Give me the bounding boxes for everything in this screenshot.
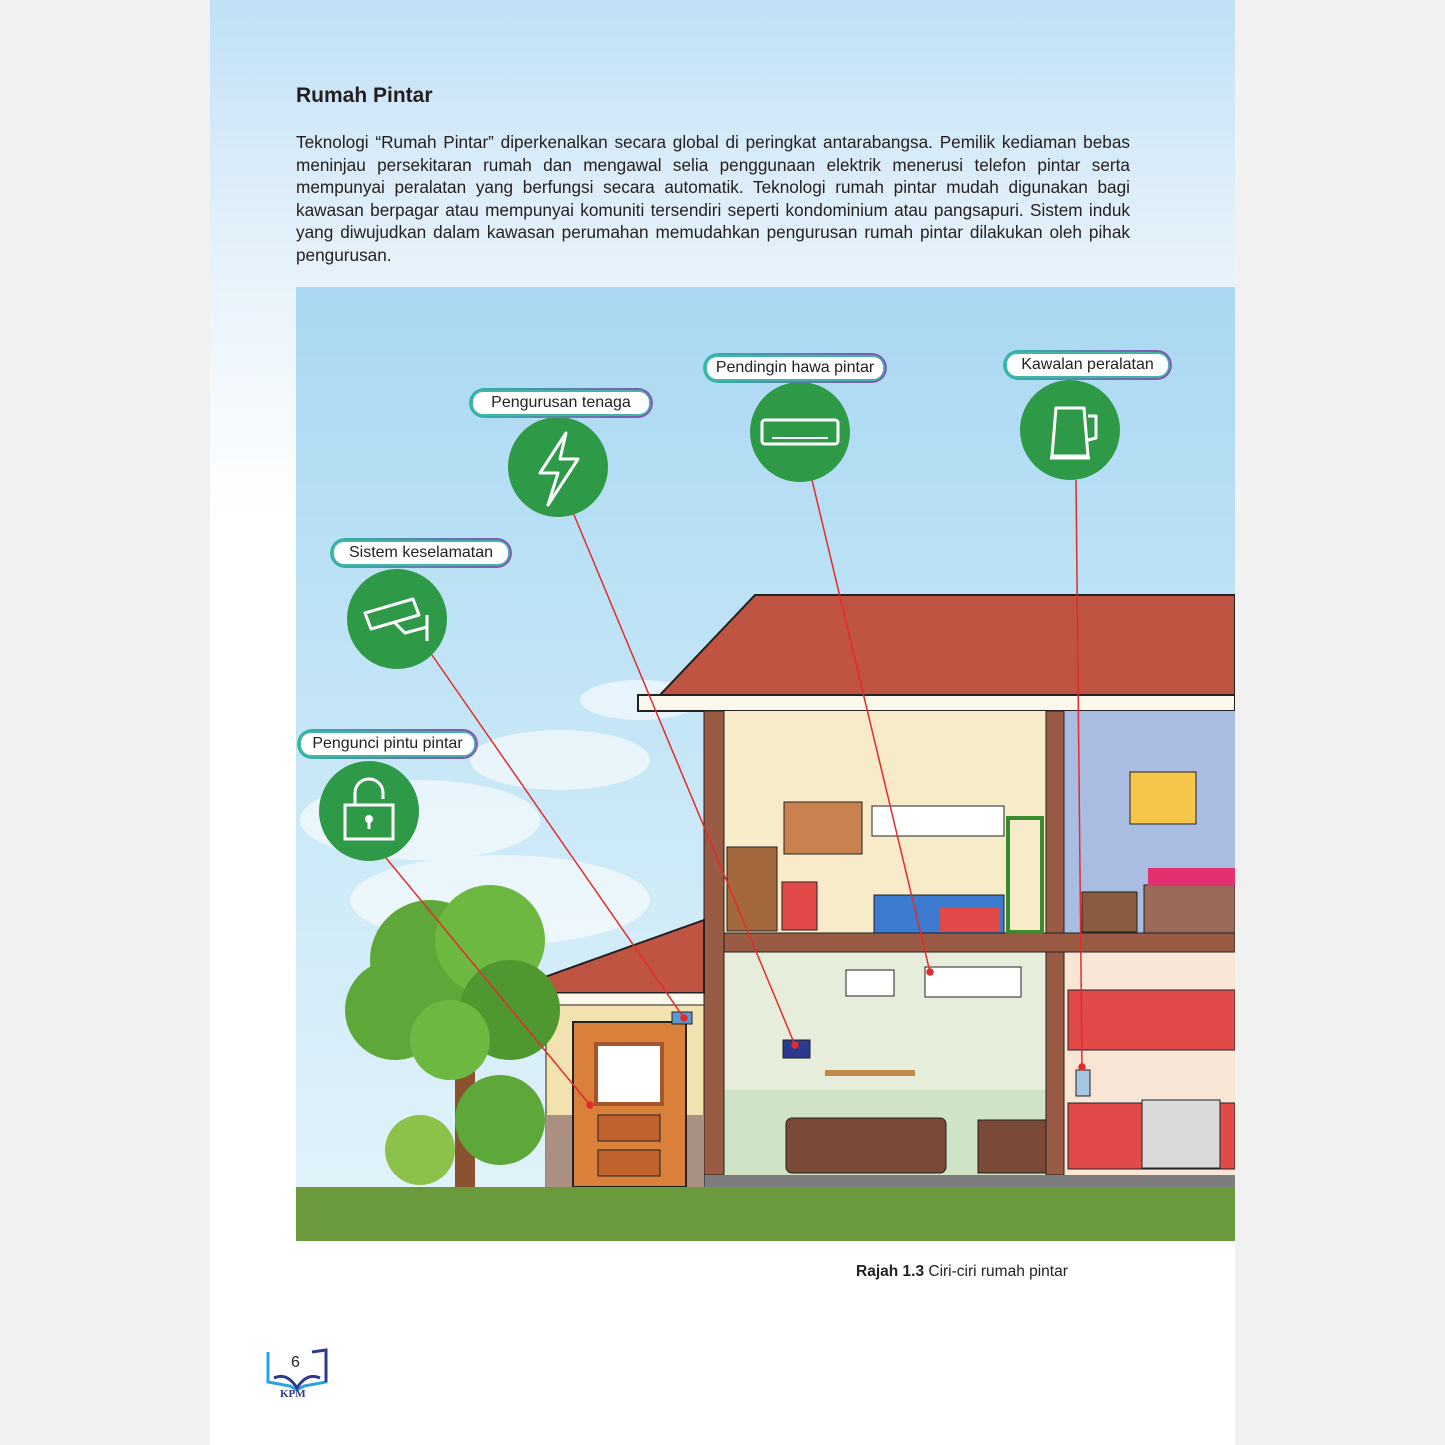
page-number: 6 bbox=[291, 1354, 300, 1371]
leader-lines bbox=[385, 479, 1086, 1109]
floor-slab bbox=[723, 932, 1235, 953]
label-appliance-control: Kawalan peralatan bbox=[1003, 350, 1172, 380]
house-base bbox=[698, 1175, 1235, 1187]
kpm-logo-text: KPM bbox=[280, 1388, 306, 1400]
figure-number: Rajah 1.3 bbox=[856, 1263, 925, 1280]
label-smart-door-lock: Pengunci pintu pintar bbox=[297, 729, 478, 759]
figure-caption: Rajah 1.3 Ciri-ciri rumah pintar bbox=[856, 1263, 1068, 1281]
left-post bbox=[703, 710, 725, 1176]
air-conditioner bbox=[924, 966, 1022, 998]
intro-paragraph: Teknologi “Rumah Pintar” diperkenalkan s… bbox=[296, 132, 1130, 265]
unlocked-padlock-icon bbox=[319, 761, 419, 861]
tree bbox=[345, 885, 560, 1187]
roof-eave bbox=[637, 694, 1235, 712]
label-energy-management: Pengurusan tenaga bbox=[469, 388, 653, 418]
main-roof bbox=[657, 594, 1235, 696]
figure-caption-text: Ciri-ciri rumah pintar bbox=[924, 1263, 1068, 1280]
kettle-icon bbox=[1020, 380, 1120, 480]
lightning-icon bbox=[508, 417, 608, 517]
air-conditioner-icon bbox=[750, 382, 850, 482]
cctv-camera-icon bbox=[347, 569, 447, 669]
section-title: Rumah Pintar bbox=[296, 84, 433, 107]
smart-home-illustration bbox=[296, 287, 1235, 1241]
kettle bbox=[1075, 1069, 1091, 1097]
kpm-book-logo bbox=[266, 1348, 328, 1392]
label-security-system: Sistem keselamatan bbox=[330, 538, 512, 568]
label-smart-air-conditioner: Pendingin hawa pintar bbox=[703, 353, 887, 383]
ground bbox=[296, 1187, 1235, 1241]
